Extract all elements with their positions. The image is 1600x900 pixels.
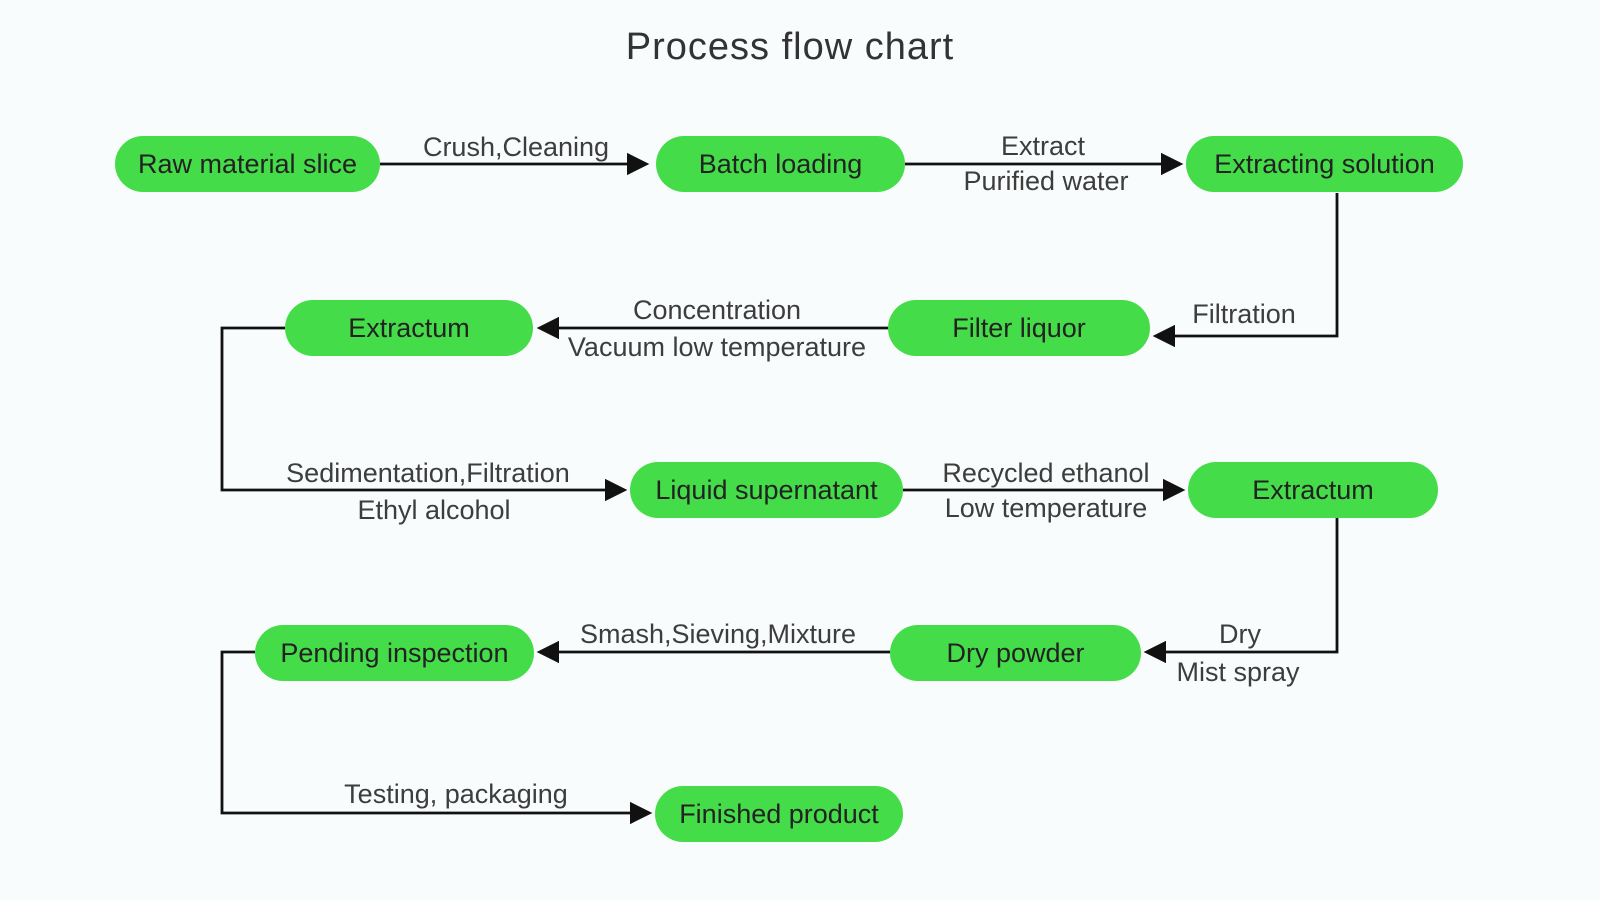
edge-label-low-temperature: Low temperature xyxy=(944,493,1148,523)
edge-extracting-solution-to-filter-liquor xyxy=(1152,193,1339,348)
edge-label-ethyl-alcohol: Ethyl alcohol xyxy=(357,495,511,525)
node-extracting-solution: Extracting solution xyxy=(1186,136,1463,192)
node-filter-liquor: Filter liquor xyxy=(888,300,1150,356)
edge-label-recycled-ethanol: Recycled ethanol xyxy=(942,458,1150,488)
edge-label-mist-spray: Mist spray xyxy=(1176,657,1300,687)
node-raw-material-slice: Raw material slice xyxy=(115,136,380,192)
edge-label-concentration: Concentration xyxy=(632,295,802,325)
edge-label-vacuum-low-temperature: Vacuum low temperature xyxy=(567,332,867,362)
edge-label-smash-sieving-mixture: Smash,Sieving,Mixture xyxy=(579,619,857,649)
edge-label-purified-water: Purified water xyxy=(963,166,1129,196)
page-title: Process flow chart xyxy=(625,26,955,68)
edge-label-extract: Extract xyxy=(1000,131,1086,161)
edge-label-crush-cleaning: Crush,Cleaning xyxy=(422,132,610,162)
edge-label-dry: Dry xyxy=(1219,619,1261,649)
node-pending-inspection: Pending inspection xyxy=(255,625,534,681)
node-extractum-1: Extractum xyxy=(285,300,533,356)
node-extractum-2: Extractum xyxy=(1188,462,1438,518)
edge-extractum-2-to-dry-powder xyxy=(1143,518,1339,664)
node-dry-powder: Dry powder xyxy=(890,625,1141,681)
edge-pending-inspection-to-finished-product xyxy=(220,650,653,825)
edge-label-filtration: Filtration xyxy=(1192,299,1296,329)
edge-label-testing-packaging: Testing, packaging xyxy=(344,779,568,809)
node-liquid-supernatant: Liquid supernatant xyxy=(630,462,903,518)
node-finished-product: Finished product xyxy=(655,786,903,842)
edge-label-sedimentation-filtration: Sedimentation,Filtration xyxy=(286,458,570,488)
node-batch-loading: Batch loading xyxy=(656,136,905,192)
edge-extractum-1-to-liquid-supernatant xyxy=(220,326,628,502)
